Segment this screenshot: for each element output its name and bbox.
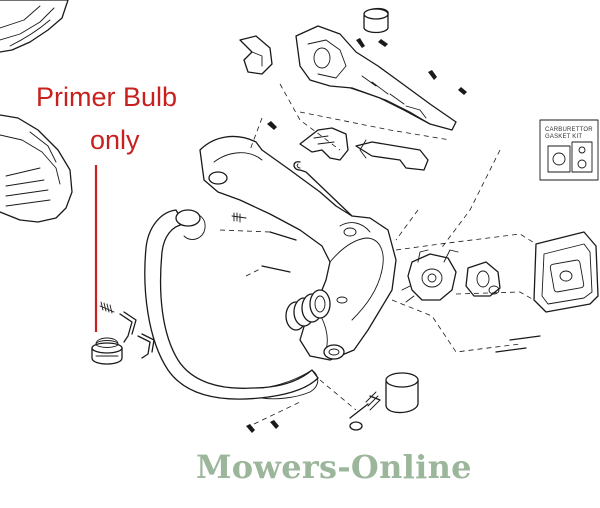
carburettor-gasket-kit — [539, 119, 599, 181]
throttle-lever — [355, 139, 429, 171]
engine-housing-left — [0, 114, 73, 223]
rod-pin-1 — [269, 231, 297, 241]
bottom-bolt — [349, 391, 381, 419]
screws-top — [246, 38, 467, 433]
assembly-guides — [219, 83, 537, 425]
intake-boot — [285, 289, 331, 331]
bushing — [385, 372, 419, 414]
fuel-hose-bend-1 — [119, 311, 137, 343]
primer-screw — [99, 301, 115, 314]
carburettor — [401, 249, 459, 303]
oil-cap — [363, 7, 389, 34]
top-cover — [295, 25, 457, 131]
fuel-hose-bend-2 — [137, 333, 155, 359]
rod-screw-1 — [231, 212, 247, 223]
rod-pin-2 — [261, 265, 291, 273]
callout-text-line2: only — [90, 125, 140, 155]
handle-frame — [199, 135, 397, 361]
air-filter — [533, 231, 599, 313]
clip-bracket — [239, 35, 273, 75]
filter-screws — [495, 335, 541, 353]
kit-label-line2: GASKET KIT — [545, 134, 583, 140]
throttle-trigger — [299, 127, 349, 161]
engine-housing-fragment-top — [0, 0, 69, 53]
carburettor-adapter — [465, 261, 501, 297]
kit-label-line1: CARBURETTOR — [545, 127, 593, 133]
watermark-logo-text: Mowers-Online — [196, 448, 472, 486]
throttle-wire — [293, 161, 353, 217]
primer-bulb-part — [91, 337, 123, 365]
bottom-nut — [349, 421, 363, 431]
front-handle — [144, 209, 319, 400]
callout-text-line1: Primer Bulb — [36, 82, 178, 112]
